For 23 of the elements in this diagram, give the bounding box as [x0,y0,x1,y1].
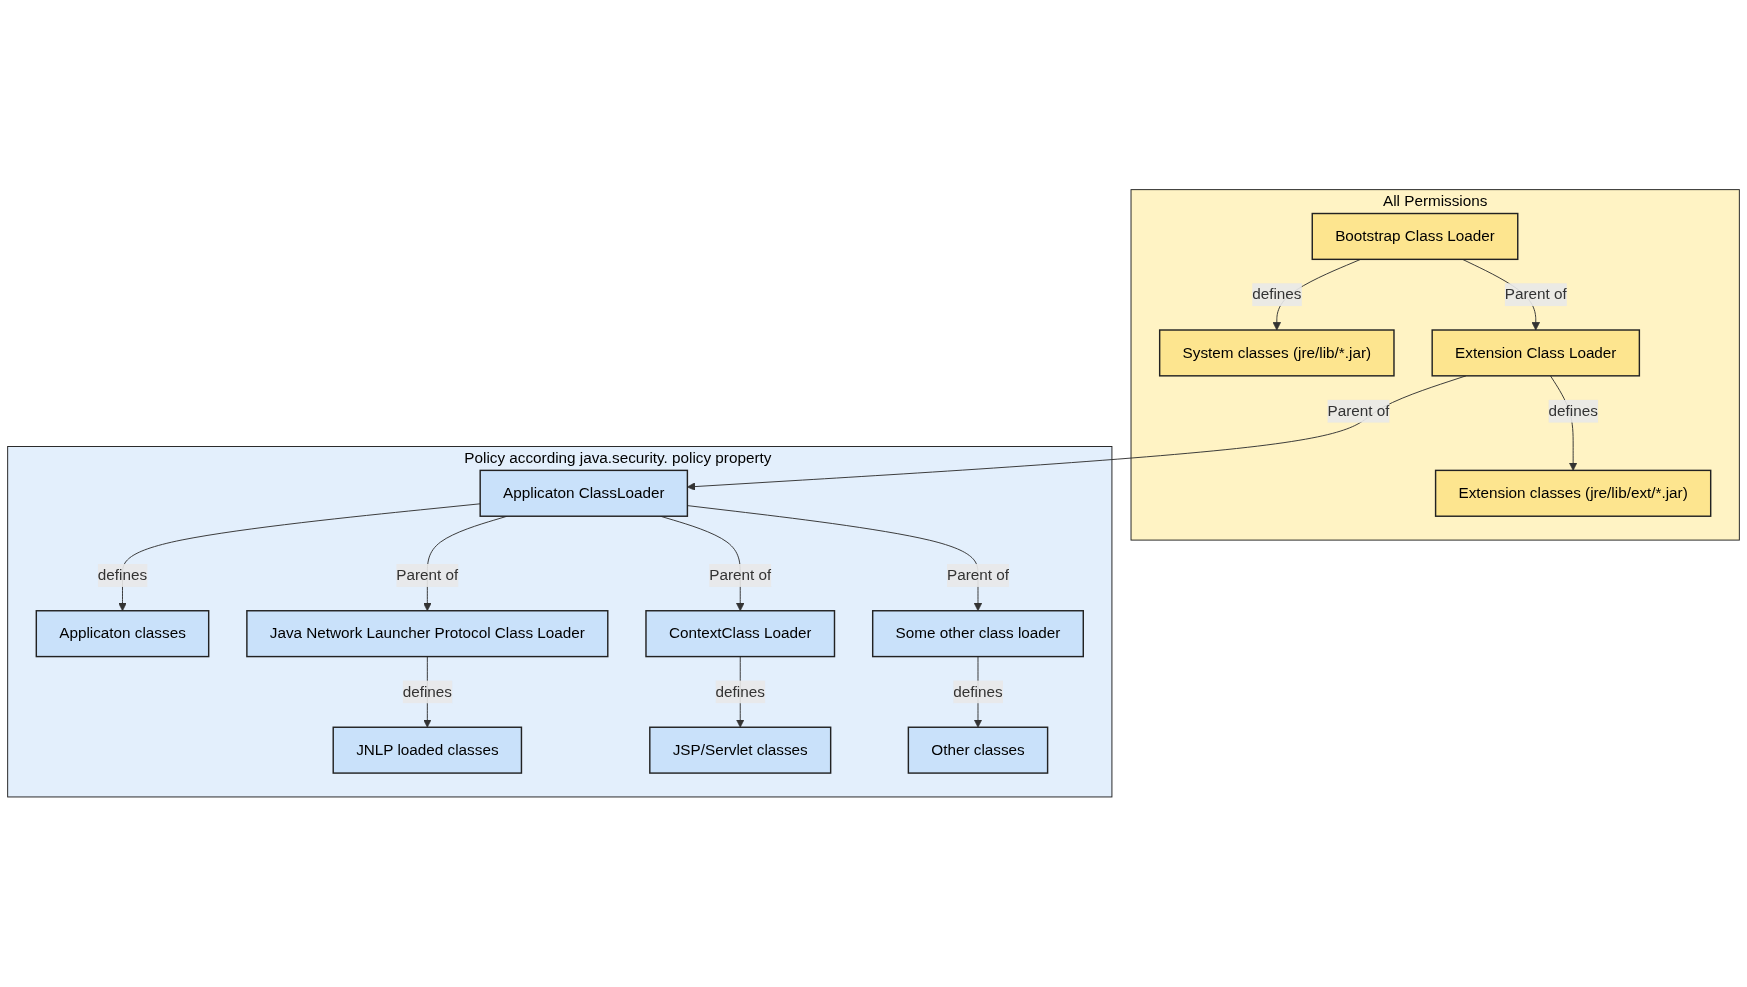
edge-label: defines [715,683,765,700]
node-box: JSP/Servlet classes [649,726,832,774]
node-box: Java Network Launcher Protocol Class Loader [246,610,609,658]
edge-label: defines [1252,286,1302,303]
node-box: Extension Class Loader [1431,329,1641,377]
edge-label: defines [1548,402,1598,420]
edge-label: Parent of [1327,402,1390,420]
edge-label: defines [402,683,452,700]
node-box: ContextClass Loader [645,610,836,658]
node-box: Some other class loader [871,610,1084,658]
node-box: Applicaton ClassLoader [479,469,689,518]
node-box: Applicaton classes [35,610,210,658]
edge-label: Parent of [709,567,772,584]
node-box: Extension classes (jre/lib/ext/*.jar) [1434,469,1712,518]
node-box: System classes (jre/lib/*.jar) [1158,329,1395,377]
edge-label: Parent of [946,567,1009,584]
edge-label: defines [953,683,1003,700]
node-box: Bootstrap Class Loader [1311,213,1519,261]
node-box: JNLP loaded classes [332,726,523,774]
edge-label: defines [97,567,148,584]
node-box: Other classes [907,726,1049,774]
edge-label: Parent of [396,567,459,584]
edge-label: Parent of [1504,286,1567,303]
